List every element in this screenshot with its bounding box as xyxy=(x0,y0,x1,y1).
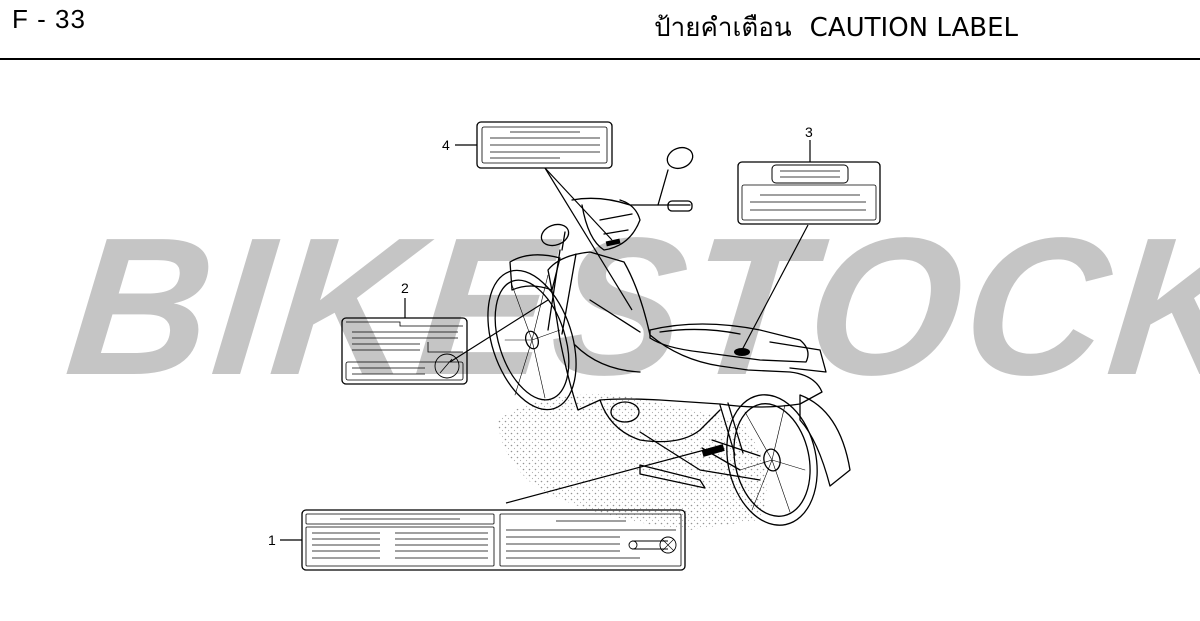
ground-shadow xyxy=(498,394,767,530)
label-spot-front xyxy=(605,238,621,247)
leader-1 xyxy=(505,447,713,504)
callout-4: 4 xyxy=(442,137,450,153)
motorcycle xyxy=(487,146,851,526)
callout-1: 1 xyxy=(268,532,276,548)
header-rule xyxy=(0,58,1200,60)
caution-label-4 xyxy=(476,121,613,169)
caution-label-3 xyxy=(737,161,881,225)
page-code: F - 33 xyxy=(12,4,86,34)
title-english: CAUTION LABEL xyxy=(809,13,1018,43)
front-wheel xyxy=(487,269,577,411)
callout-3: 3 xyxy=(805,124,813,140)
label-spot-swingarm xyxy=(701,444,725,457)
page-title: ป้ายคำเตือน CAUTION LABEL xyxy=(654,7,1018,48)
caution-label-1 xyxy=(301,509,686,571)
callout-2: 2 xyxy=(401,280,409,296)
chain-icon xyxy=(632,540,668,550)
rear-wheel xyxy=(726,394,818,526)
caution-label-2 xyxy=(341,317,468,385)
label-spot-seat xyxy=(734,348,750,356)
title-thai: ป้ายคำเตือน xyxy=(654,13,792,43)
